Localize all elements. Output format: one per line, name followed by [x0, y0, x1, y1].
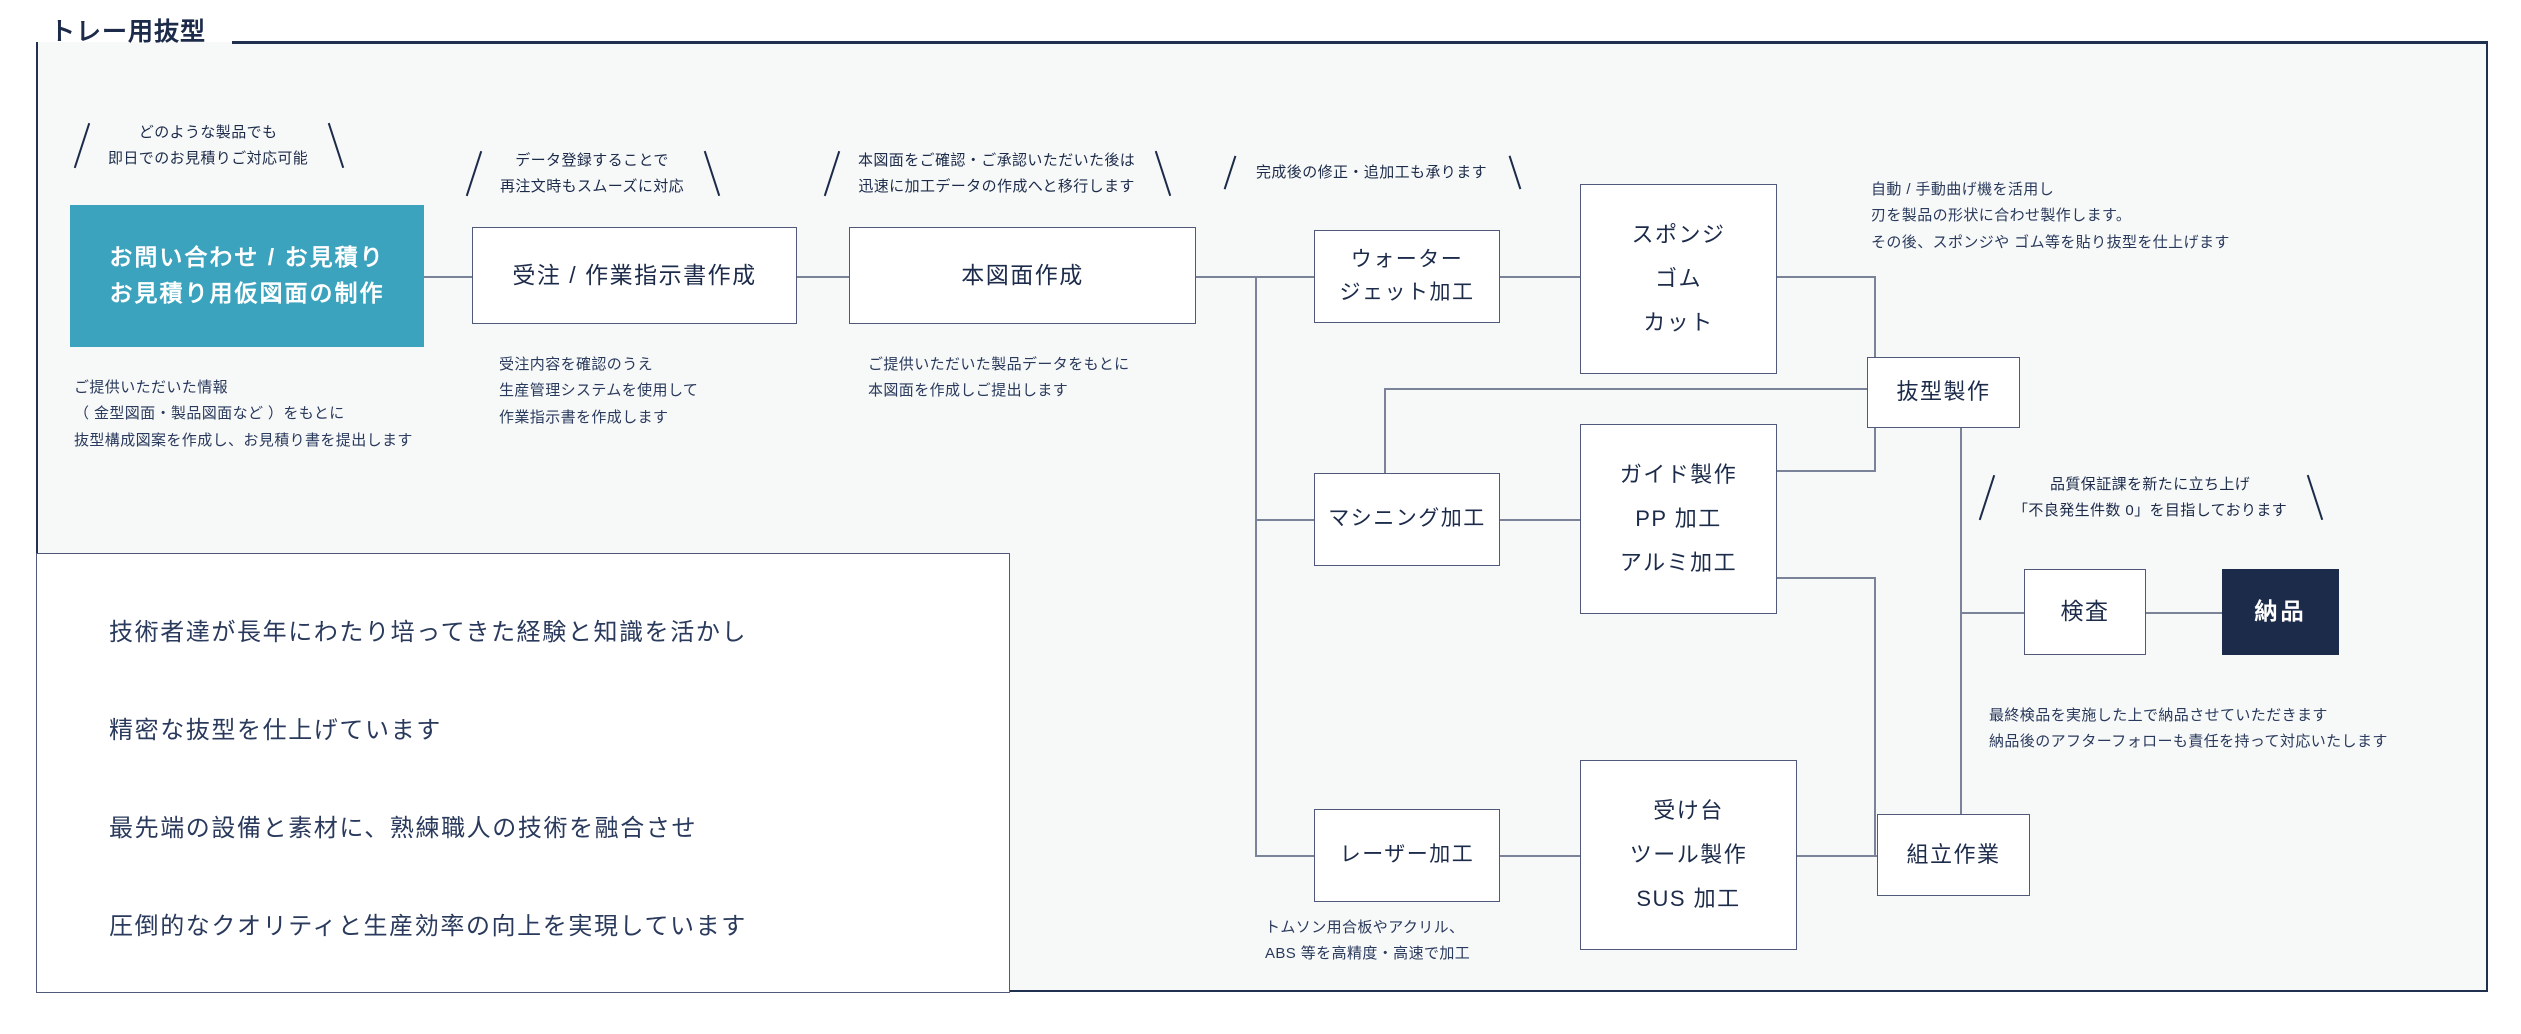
node-inquiry-line-2: お見積り用仮図面の制作: [109, 280, 385, 306]
node-delivery-label: 納品: [2254, 598, 2307, 625]
annotation-quality: 品質保証課を新たに立ち上げ 「不良発生件数 0」を目指しております: [1975, 470, 2325, 526]
node-sponge-line-2: ゴム: [1654, 266, 1702, 291]
slash-right-icon: [700, 146, 722, 202]
node-tool-line-2: ツール製作: [1629, 842, 1748, 867]
connector-inquiry-order: [424, 276, 472, 278]
connector-trunk-waterjet: [1255, 276, 1314, 278]
statement-card: 技術者達が長年にわたり培ってきた経験と知識を活かし 精密な抜型を仕上げています …: [36, 553, 1010, 993]
connector-waterjet-sponge: [1500, 276, 1580, 278]
node-guide-line-2: PP 加工: [1635, 506, 1722, 531]
connector-assembly-up: [1960, 612, 1962, 855]
node-guide-line-1: ガイド製作: [1619, 462, 1738, 487]
connector-machining-riser: [1384, 388, 1386, 520]
node-diemake-label: 抜型製作: [1896, 379, 1991, 405]
node-waterjet-line-1: ウォーター: [1350, 247, 1464, 271]
connector-guide-assembly-vert: [1874, 577, 1876, 855]
slash-left-icon: [462, 146, 484, 202]
annotation-inquiry: どのような製品でも 即日でのお見積りご対応可能: [70, 118, 346, 174]
annotation-order-text: データ登録することで 再注文時もスムーズに対応: [500, 151, 685, 195]
node-inquiry-line-1: お問い合わせ / お見積り: [109, 244, 385, 271]
caption-delivery: 最終検品を実施した上で納品させていただきます 納品後のアフターフォローも責任を持…: [1989, 707, 2388, 751]
connector-guide-elbow-vert: [1874, 388, 1876, 472]
annotation-process-text: 完成後の修正・追加工も承ります: [1256, 163, 1488, 181]
connector-laser-tool: [1500, 855, 1580, 857]
node-guide[interactable]: ガイド製作 PP 加工 アルミ加工: [1580, 424, 1777, 614]
statement-line-4: 圧倒的なクオリティと生産効率の向上を実現しています: [109, 913, 747, 940]
statement-line-2: 精密な抜型を仕上げています: [109, 717, 442, 744]
statement-line-1: 技術者達が長年にわたり培ってきた経験と知識を活かし: [109, 619, 748, 646]
connector-diemake-inspect: [1960, 612, 2024, 614]
node-machining-label: マシニング加工: [1328, 507, 1486, 531]
node-order[interactable]: 受注 / 作業指示書作成: [472, 227, 797, 324]
node-inspect[interactable]: 検査: [2024, 569, 2146, 655]
connector-diemake-feed: [1384, 388, 1962, 390]
node-drawing[interactable]: 本図面作成: [849, 227, 1196, 324]
connector-sponge-elbow-top: [1777, 276, 1875, 278]
node-tool-line-1: 受け台: [1653, 798, 1724, 823]
annotation-quality-text: 品質保証課を新たに立ち上げ 「不良発生件数 0」を目指しております: [2013, 475, 2288, 519]
slash-left-icon: [70, 118, 92, 174]
page-title: トレー用抜型: [50, 18, 207, 46]
connector-order-drawing: [797, 276, 849, 278]
annotation-inquiry-text: どのような製品でも 即日でのお見積りご対応可能: [108, 123, 309, 167]
slash-right-icon: [2303, 470, 2325, 526]
node-inquiry[interactable]: お問い合わせ / お見積り お見積り用仮図面の制作: [70, 205, 424, 347]
caption-laser: トムソン用合板やアクリル、 ABS 等を高精度・高速で加工: [1265, 919, 1471, 963]
panel-frame-top-rule: [232, 41, 2488, 44]
node-tool[interactable]: 受け台 ツール製作 SUS 加工: [1580, 760, 1797, 950]
connector-process-trunk: [1255, 276, 1257, 856]
connector-guide-assembly-top: [1777, 577, 1875, 579]
statement-line-3: 最先端の設備と素材に、熟練職人の技術を融合させ: [109, 815, 698, 842]
slash-right-icon: [1151, 146, 1173, 202]
node-laser-label: レーザー加工: [1339, 843, 1475, 867]
slash-right-icon: [1503, 152, 1525, 194]
slash-left-icon: [1218, 152, 1240, 194]
node-sponge-line-3: カット: [1643, 310, 1714, 335]
annotation-drawing-text: 本図面をご確認・ご承認いただいた後は 迅速に加工データの作成へと移行します: [858, 151, 1136, 195]
connector-sponge-elbow-vert: [1874, 276, 1876, 388]
connector-machining-guide: [1500, 519, 1580, 521]
node-assembly[interactable]: 組立作業: [1877, 814, 2030, 896]
node-inspect-label: 検査: [2060, 598, 2110, 625]
node-tool-line-3: SUS 加工: [1636, 886, 1741, 911]
node-machining[interactable]: マシニング加工: [1314, 473, 1500, 566]
node-waterjet-line-2: ジェット加工: [1339, 280, 1475, 304]
node-diemake[interactable]: 抜型製作: [1867, 357, 2020, 428]
annotation-order: データ登録することで 再注文時もスムーズに対応: [462, 146, 722, 202]
slash-left-icon: [820, 146, 842, 202]
slash-left-icon: [1975, 470, 1997, 526]
node-laser[interactable]: レーザー加工: [1314, 809, 1500, 902]
connector-tool-assembly: [1797, 855, 1927, 857]
node-guide-line-3: アルミ加工: [1619, 550, 1738, 575]
node-sponge-line-1: スポンジ: [1631, 222, 1726, 247]
annotation-drawing: 本図面をご確認・ご承認いただいた後は 迅速に加工データの作成へと移行します: [820, 146, 1173, 202]
caption-order: 受注内容を確認のうえ 生産管理システムを使用して 作業指示書を作成します: [499, 356, 699, 426]
caption-sponge: 自動 / 手動曲げ機を活用し 刃を製品の形状に合わせ製作します。 その後、スポン…: [1871, 181, 2230, 251]
node-waterjet[interactable]: ウォーター ジェット加工: [1314, 230, 1500, 323]
connector-inspect-delivery: [2140, 612, 2222, 614]
slash-right-icon: [324, 118, 346, 174]
connector-trunk-laser: [1255, 855, 1314, 857]
node-assembly-label: 組立作業: [1906, 841, 2001, 867]
annotation-process: 完成後の修正・追加工も承ります: [1218, 152, 1525, 194]
node-order-label: 受注 / 作業指示書作成: [512, 261, 757, 288]
node-sponge[interactable]: スポンジ ゴム カット: [1580, 184, 1777, 374]
node-delivery[interactable]: 納品: [2222, 569, 2339, 655]
connector-diemake-down: [1960, 428, 1962, 613]
connector-guide-elbow-top: [1777, 470, 1875, 472]
caption-drawing: ご提供いただいた製品データをもとに 本図面を作成しご提出します: [868, 356, 1130, 400]
caption-inquiry: ご提供いただいた情報 （ 金型図面・製品図面など ）をもとに 抜型構成図案を作成…: [74, 379, 413, 449]
node-drawing-label: 本図面作成: [961, 261, 1084, 288]
connector-trunk-machining: [1255, 519, 1314, 521]
connector-drawing-trunk: [1196, 276, 1256, 278]
